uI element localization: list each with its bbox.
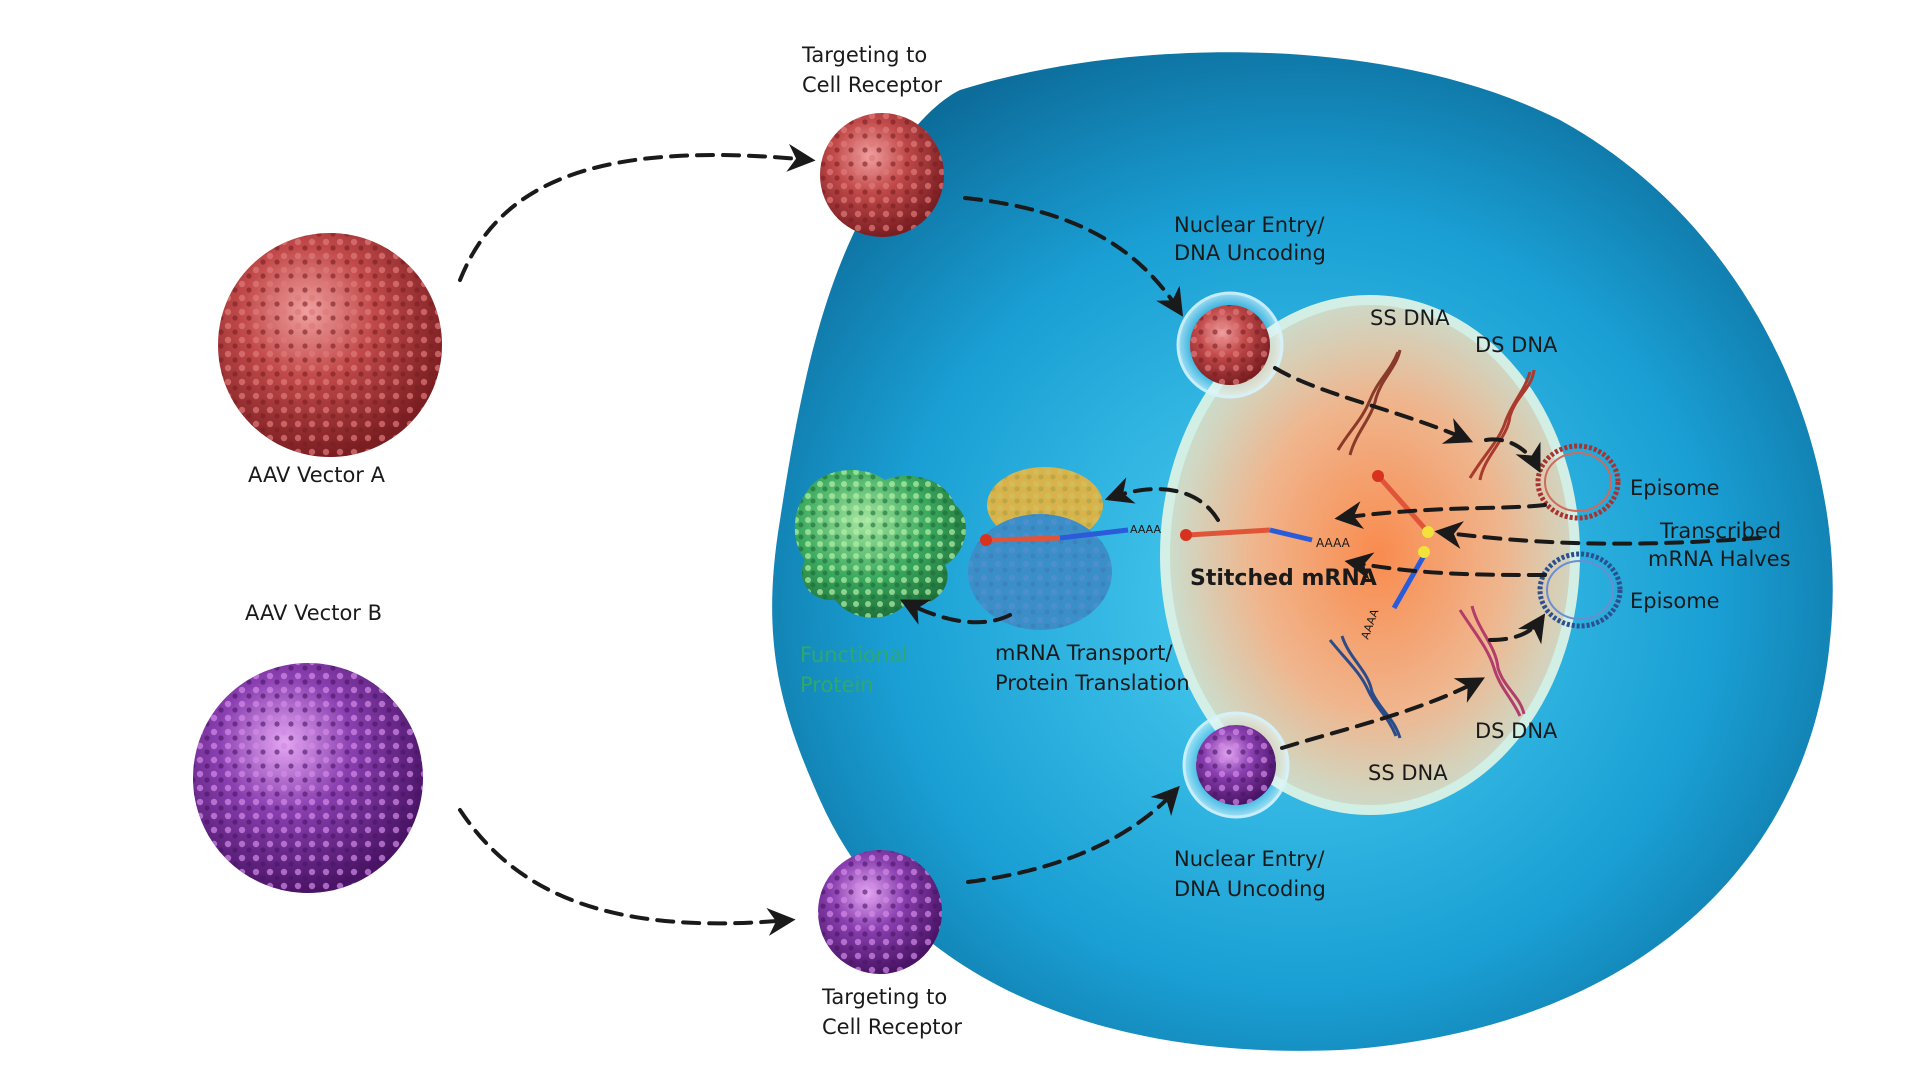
ribosome-mrna-icon: AAAA xyxy=(980,523,1161,546)
label-episome-top: Episome xyxy=(1630,476,1720,500)
label-ds-dna-bottom: DS DNA xyxy=(1475,719,1558,743)
arrow-vector-a-to-receptor xyxy=(458,143,816,282)
aav-b-nuclear-entry-icon xyxy=(1182,711,1290,819)
splice-junction-icon xyxy=(1422,526,1434,538)
label-targeting-bottom-line1: Targeting to xyxy=(821,985,947,1009)
label-aav-vector-a: AAV Vector A xyxy=(248,463,386,487)
aav-a-nuclear-entry-icon xyxy=(1176,291,1284,399)
ds-dna-bottom-icon xyxy=(1458,605,1526,717)
arrow-entry-b-to-dna xyxy=(1280,677,1485,750)
aav-vector-b-icon xyxy=(193,663,423,893)
aav-vector-a-icon xyxy=(218,233,442,457)
arrow-dna-a-to-episome xyxy=(1484,437,1541,474)
arrow-stitched-to-ribosome xyxy=(1104,477,1220,522)
aav-b-receptor-icon xyxy=(818,850,942,974)
poly-a-tail-label: AAAA xyxy=(1316,536,1351,550)
arrow-entry-a-to-dna xyxy=(1273,366,1474,444)
label-nuclear-entry-bottom-line2: DNA Uncoding xyxy=(1174,877,1326,901)
arrow-episome-to-stitched xyxy=(1334,501,1547,529)
episome-bottom-icon xyxy=(1537,551,1623,629)
ss-dna-top-icon xyxy=(1336,349,1402,456)
label-mrna-transport-line1: mRNA Transport/ xyxy=(995,641,1173,665)
label-ds-dna-top: DS DNA xyxy=(1475,333,1558,357)
arrow-dna-b-to-episome xyxy=(1488,613,1546,645)
ribosome-icon xyxy=(968,467,1112,630)
splice-junction-icon xyxy=(1418,546,1430,558)
functional-protein-icon xyxy=(794,469,966,618)
mrna-half-red-icon xyxy=(1372,470,1430,534)
aav-a-receptor-icon xyxy=(820,113,944,237)
label-nuclear-entry-top-line2: DNA Uncoding xyxy=(1174,241,1326,265)
arrow-transcribed-halves xyxy=(1434,521,1762,549)
arrow-episome-b-to-stitched xyxy=(1344,552,1547,580)
arrow-receptor-b-to-nucleus xyxy=(966,785,1180,884)
label-nuclear-entry-bottom-line1: Nuclear Entry/ xyxy=(1174,847,1325,871)
label-functional-protein-line2: Protein xyxy=(800,673,874,697)
label-mrna-transport-line2: Protein Translation xyxy=(995,671,1190,695)
label-ss-dna-top: SS DNA xyxy=(1370,306,1450,330)
arrow-receptor-a-to-nucleus xyxy=(963,196,1184,317)
pathway-arrows xyxy=(458,143,1762,936)
episome-top-icon xyxy=(1535,443,1621,521)
label-nuclear-entry-top-line1: Nuclear Entry/ xyxy=(1174,213,1325,237)
label-targeting-top-line1: Targeting to xyxy=(801,43,927,67)
label-stitched-mrna: Stitched mRNA xyxy=(1190,566,1377,591)
ss-dna-bottom-icon xyxy=(1328,635,1402,739)
label-transcribed-line2: mRNA Halves xyxy=(1648,547,1791,571)
label-functional-protein-line1: Functional xyxy=(800,643,908,667)
label-targeting-top-line2: Cell Receptor xyxy=(802,73,942,97)
label-targeting-bottom-line2: Cell Receptor xyxy=(822,1015,962,1039)
stitched-mrna-icon: AAAA xyxy=(1180,527,1351,550)
arrow-vector-b-to-receptor xyxy=(458,808,796,936)
ds-dna-top-icon xyxy=(1468,369,1536,481)
label-aav-vector-b: AAV Vector B xyxy=(245,601,382,625)
label-transcribed-line1: Transcribed xyxy=(1659,519,1781,543)
poly-a-tail-label: AAAA xyxy=(1130,523,1161,536)
label-episome-bottom: Episome xyxy=(1630,589,1720,613)
label-ss-dna-bottom: SS DNA xyxy=(1368,761,1448,785)
arrow-ribosome-to-protein xyxy=(900,599,1012,625)
